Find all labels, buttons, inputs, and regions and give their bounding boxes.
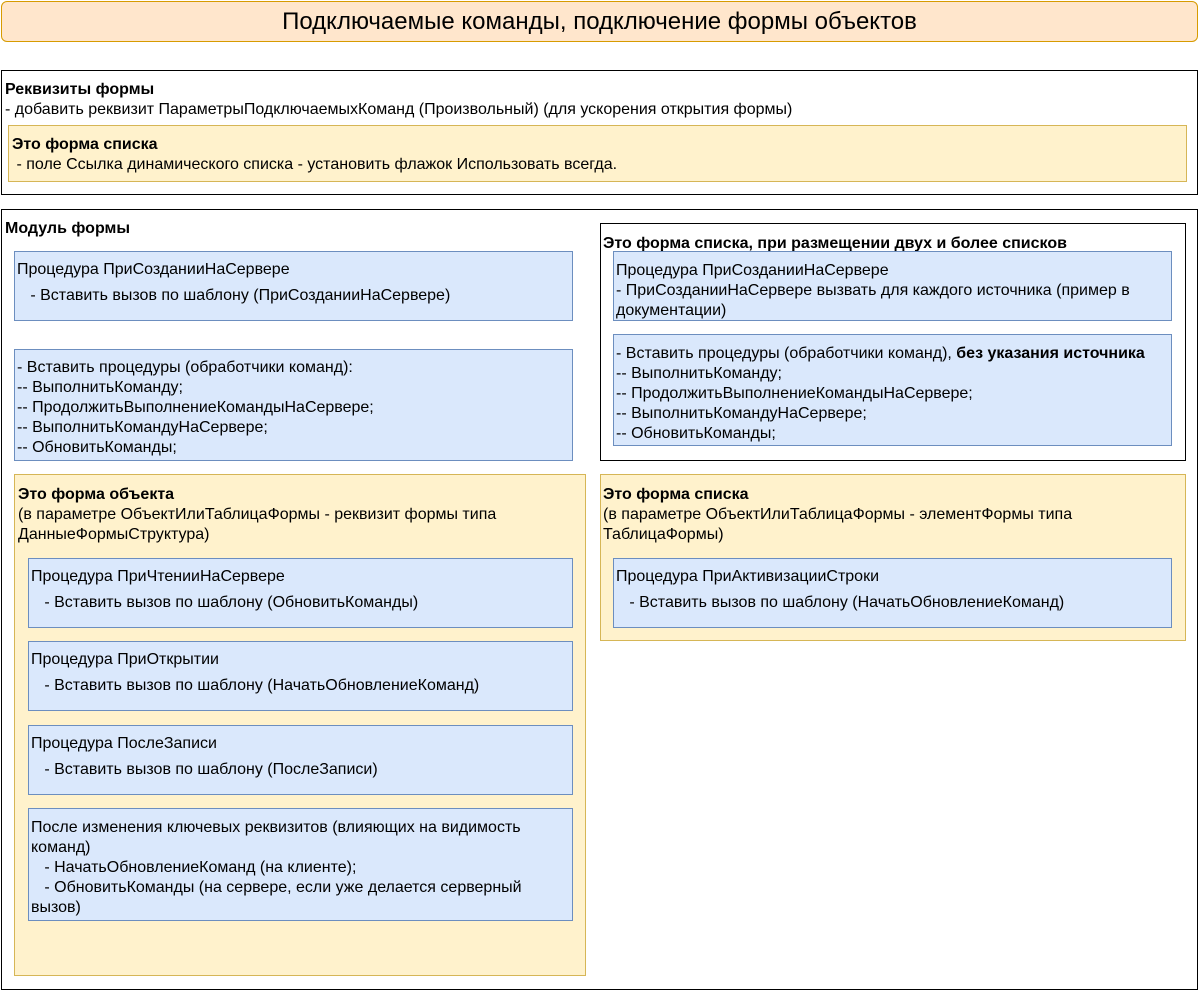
on-create-server-step: - Вставить вызов по шаблону (ПриСоздании… xyxy=(17,287,451,304)
on-create-server-box: Процедура ПриСозданииНаСервере - Вставит… xyxy=(14,251,573,321)
object-form-header: Это форма объекта xyxy=(18,486,175,503)
command-handlers-line: -- ВыполнитьКомандуНаСервере; xyxy=(17,419,268,436)
command-handlers-line: -- ВыполнитьКоманду; xyxy=(17,379,183,396)
on-activate-row-title: Процедура ПриАктивизацииСтроки xyxy=(616,568,880,585)
after-write-title: Процедура ПослеЗаписи xyxy=(31,735,217,752)
form-module-header: Модуль формы xyxy=(5,220,130,237)
multi-handlers-intro-bold: без указания источника xyxy=(956,345,1145,362)
object-form-subtitle: (в параметре ОбъектИлиТаблицаФормы - рек… xyxy=(18,506,501,543)
attributes-list-form-box: Это форма списка - поле Ссылка динамичес… xyxy=(8,125,1187,182)
multi-on-create-box: Процедура ПриСозданииНаСервере - ПриСозд… xyxy=(613,251,1172,321)
on-activate-row-box: Процедура ПриАктивизацииСтроки - Вставит… xyxy=(613,558,1172,628)
on-read-server-title: Процедура ПриЧтенииНаСервере xyxy=(31,568,285,585)
attributes-list-form-header: Это форма списка xyxy=(12,136,158,153)
multi-handlers-line: -- ПродолжитьВыполнениеКомандыНаСервере; xyxy=(616,385,973,402)
multi-handlers-box: - Вставить процедуры (обработчики команд… xyxy=(613,334,1172,446)
after-key-change-step: - ОбновитьКоманды (на сервере, если уже … xyxy=(31,879,527,916)
after-write-step: - Вставить вызов по шаблону (ПослеЗаписи… xyxy=(31,761,378,778)
on-create-server-title: Процедура ПриСозданииНаСервере xyxy=(17,261,290,278)
after-key-change-box: После изменения ключевых реквизитов (вли… xyxy=(28,808,573,921)
form-attributes-line: - добавить реквизит ПараметрыПодключаемы… xyxy=(5,101,793,118)
after-key-change-step: - НачатьОбновлениеКоманд (на клиенте); xyxy=(31,859,357,876)
after-key-change-title: После изменения ключевых реквизитов (вли… xyxy=(31,819,526,856)
form-attributes-header: Реквизиты формы xyxy=(5,81,155,98)
on-read-server-step: - Вставить вызов по шаблону (ОбновитьКом… xyxy=(31,594,419,611)
command-handlers-line: - Вставить процедуры (обработчики команд… xyxy=(17,359,353,376)
multi-handlers-intro: - Вставить процедуры (обработчики команд… xyxy=(616,344,1169,364)
diagram-title-text: Подключаемые команды, подключение формы … xyxy=(282,7,917,35)
multi-list-header: Это форма списка, при размещении двух и … xyxy=(603,235,1067,252)
list-form-header: Это форма списка xyxy=(603,486,749,503)
multi-on-create-step: - ПриСозданииНаСервере вызвать для каждо… xyxy=(616,282,1135,319)
on-read-server-box: Процедура ПриЧтенииНаСервере - Вставить … xyxy=(28,558,573,628)
on-activate-row-step: - Вставить вызов по шаблону (НачатьОбнов… xyxy=(616,594,1065,611)
attributes-list-form-line: - поле Ссылка динамического списка - уст… xyxy=(12,156,618,173)
on-open-title: Процедура ПриОткрытии xyxy=(31,651,219,668)
multi-handlers-intro-text: - Вставить процедуры (обработчики команд… xyxy=(616,345,957,362)
multi-handlers-line: -- ОбновитьКоманды; xyxy=(616,425,776,442)
on-open-box: Процедура ПриОткрытии - Вставить вызов п… xyxy=(28,641,573,711)
on-open-step: - Вставить вызов по шаблону (НачатьОбнов… xyxy=(31,677,480,694)
command-handlers-line: -- ОбновитьКоманды; xyxy=(17,439,177,456)
diagram-title: Подключаемые команды, подключение формы … xyxy=(1,1,1198,42)
command-handlers-line: -- ПродолжитьВыполнениеКомандыНаСервере; xyxy=(17,399,374,416)
multi-handlers-line: -- ВыполнитьКоманду; xyxy=(616,365,782,382)
command-handlers-box: - Вставить процедуры (обработчики команд… xyxy=(14,349,573,461)
form-attributes-frame: Реквизиты формы - добавить реквизит Пара… xyxy=(1,70,1198,195)
multi-handlers-line: -- ВыполнитьКомандуНаСервере; xyxy=(616,405,867,422)
multi-on-create-title: Процедура ПриСозданииНаСервере xyxy=(616,262,889,279)
after-write-box: Процедура ПослеЗаписи - Вставить вызов п… xyxy=(28,725,573,795)
list-form-subtitle: (в параметре ОбъектИлиТаблицаФормы - эле… xyxy=(603,506,1077,543)
